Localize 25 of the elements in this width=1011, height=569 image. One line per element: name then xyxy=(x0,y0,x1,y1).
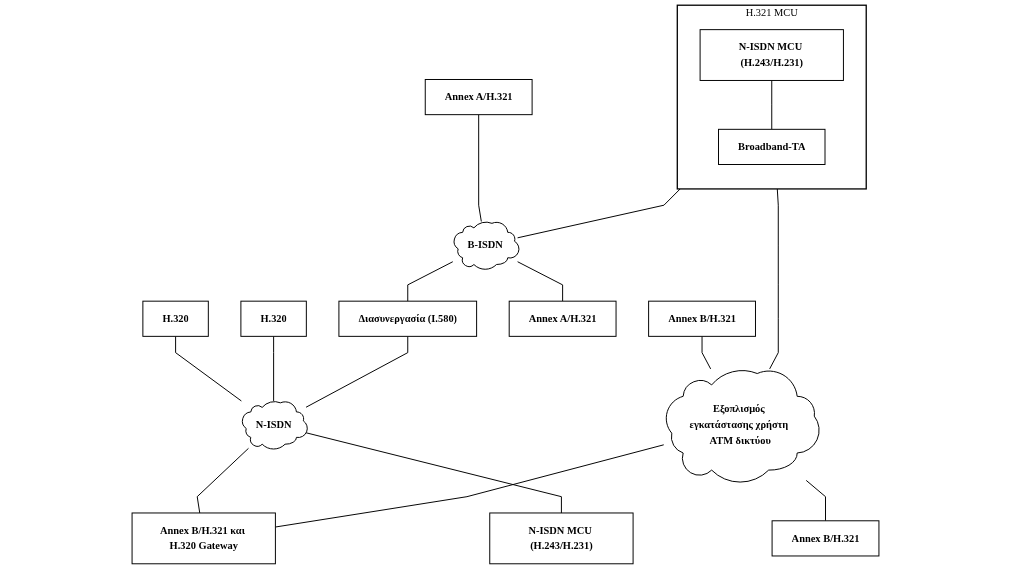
node-box: Annex B/H.321 και H.320 Gateway xyxy=(131,512,276,565)
connector xyxy=(805,479,826,522)
connector xyxy=(274,444,665,528)
connector xyxy=(701,335,712,370)
connector xyxy=(175,335,242,402)
connector xyxy=(305,432,562,514)
node-box: Διασυνεργασία (I.580) xyxy=(338,300,478,337)
connector xyxy=(196,447,249,514)
node-box: Annex A/H.321 xyxy=(508,300,617,337)
node-box: H.320 xyxy=(142,300,209,337)
node-box: N-ISDN MCU (H.243/H.231) xyxy=(489,512,634,565)
connector xyxy=(407,261,454,302)
connector xyxy=(305,335,409,408)
node-box: H.320 xyxy=(240,300,307,337)
node-box: Annex B/H.321 xyxy=(771,520,880,557)
connector xyxy=(517,261,564,302)
node-box: Annex B/H.321 xyxy=(648,300,756,337)
connector xyxy=(478,114,482,222)
node-box: Annex A/H.321 xyxy=(424,79,533,116)
connector xyxy=(771,79,773,130)
connector xyxy=(273,335,275,402)
connector xyxy=(769,188,779,370)
connector xyxy=(517,188,681,239)
node-box: Broadband-TA xyxy=(718,128,826,165)
node-box: N-ISDN MCU (H.243/H.231) xyxy=(699,29,844,81)
